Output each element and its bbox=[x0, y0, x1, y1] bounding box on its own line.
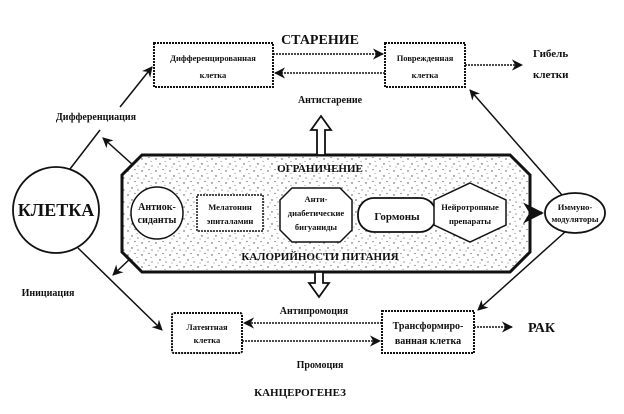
restriction-to-differentiation-arrow bbox=[102, 137, 134, 166]
damaged-cell-label-2: клетка bbox=[412, 70, 439, 80]
damaged-cell-label-1: Поврежденная bbox=[397, 53, 454, 63]
immunomodulators-node: Иммуно- модуляторы bbox=[544, 192, 606, 234]
cancer-label: РАК bbox=[528, 321, 556, 336]
differentiation-line bbox=[69, 129, 101, 170]
antidiabetic-label-3: бигуаниды bbox=[295, 222, 337, 232]
cell-label: КЛЕТКА bbox=[18, 200, 95, 220]
restriction-bottom-label: КАЛОРИЙНОСТИ ПИТАНИЯ bbox=[241, 251, 398, 263]
differentiated-cell-label-1: Дифференцированная bbox=[170, 53, 256, 63]
melatonin-node: Мелатонин эпиталамин bbox=[196, 194, 264, 232]
transformed-cell-node: Трансформиро- ванная клетка bbox=[381, 310, 475, 354]
neurotropic-label-1: Нейротропные bbox=[441, 202, 499, 212]
carcinogenesis-title: КАНЦЕРОГЕНЕЗ bbox=[254, 387, 346, 399]
latent-cell-label-2: клетка bbox=[194, 335, 221, 345]
melatonin-label-2: эпиталамин bbox=[207, 216, 254, 226]
hormones-node: Гормоны bbox=[357, 197, 437, 233]
neurotropic-node: Нейротропные препараты bbox=[433, 182, 507, 243]
melatonin-label-1: Мелатонин bbox=[208, 202, 252, 212]
restriction-top-label: ОГРАНИЧЕНИЕ bbox=[277, 163, 363, 175]
transformed-cell-label-1: Трансформиро- bbox=[393, 321, 464, 332]
initiation-label: Инициация bbox=[22, 288, 75, 299]
immuno-to-damaged-arrow bbox=[469, 89, 563, 196]
transformed-cell-label-2: ванная клетка bbox=[395, 336, 461, 347]
immunomodulators-label-1: Иммуно- bbox=[558, 202, 593, 212]
antidiabetic-label-2: диабетические bbox=[288, 208, 345, 218]
differentiation-label: Дифференциация bbox=[56, 112, 137, 123]
cell-death-label-1: Гибель bbox=[533, 48, 568, 60]
antiaging-label: Антистарение bbox=[298, 95, 363, 106]
immunomodulators-label-2: модуляторы bbox=[551, 214, 598, 224]
cell-node: КЛЕТКА bbox=[12, 166, 100, 254]
latent-cell-label-1: Латентная bbox=[186, 322, 228, 332]
neurotropic-label-2: препараты bbox=[449, 216, 491, 226]
antidiabetic-label-1: Анти- bbox=[305, 194, 328, 204]
differentiated-cell-node: Дифференцированная клетка bbox=[153, 42, 274, 88]
up-block-arrow bbox=[309, 114, 333, 156]
down-block-arrow bbox=[307, 271, 331, 299]
hormones-label: Гормоны bbox=[374, 211, 420, 223]
antioxidants-label-1: Антиок- bbox=[138, 202, 176, 213]
initiation-arrow bbox=[77, 247, 163, 331]
aging-title: СТАРЕНИЕ bbox=[281, 33, 359, 48]
antioxidants-label-2: сиданты bbox=[138, 215, 177, 226]
immuno-to-transformed-arrow bbox=[477, 231, 566, 311]
differentiation-arrow bbox=[119, 66, 153, 108]
antioxidants-node: Антиок- сиданты bbox=[130, 186, 184, 240]
cell-death-label-2: клетки bbox=[533, 69, 569, 81]
differentiated-cell-label-2: клетка bbox=[200, 70, 227, 80]
antidiabetic-node: Анти- диабетические бигуаниды bbox=[279, 187, 353, 243]
damaged-cell-node: Поврежденная клетка bbox=[384, 42, 466, 88]
latent-cell-node: Латентная клетка bbox=[171, 312, 243, 354]
promotion-label: Промоция bbox=[297, 360, 344, 371]
antipromotion-label: Антипромоция bbox=[280, 306, 349, 317]
